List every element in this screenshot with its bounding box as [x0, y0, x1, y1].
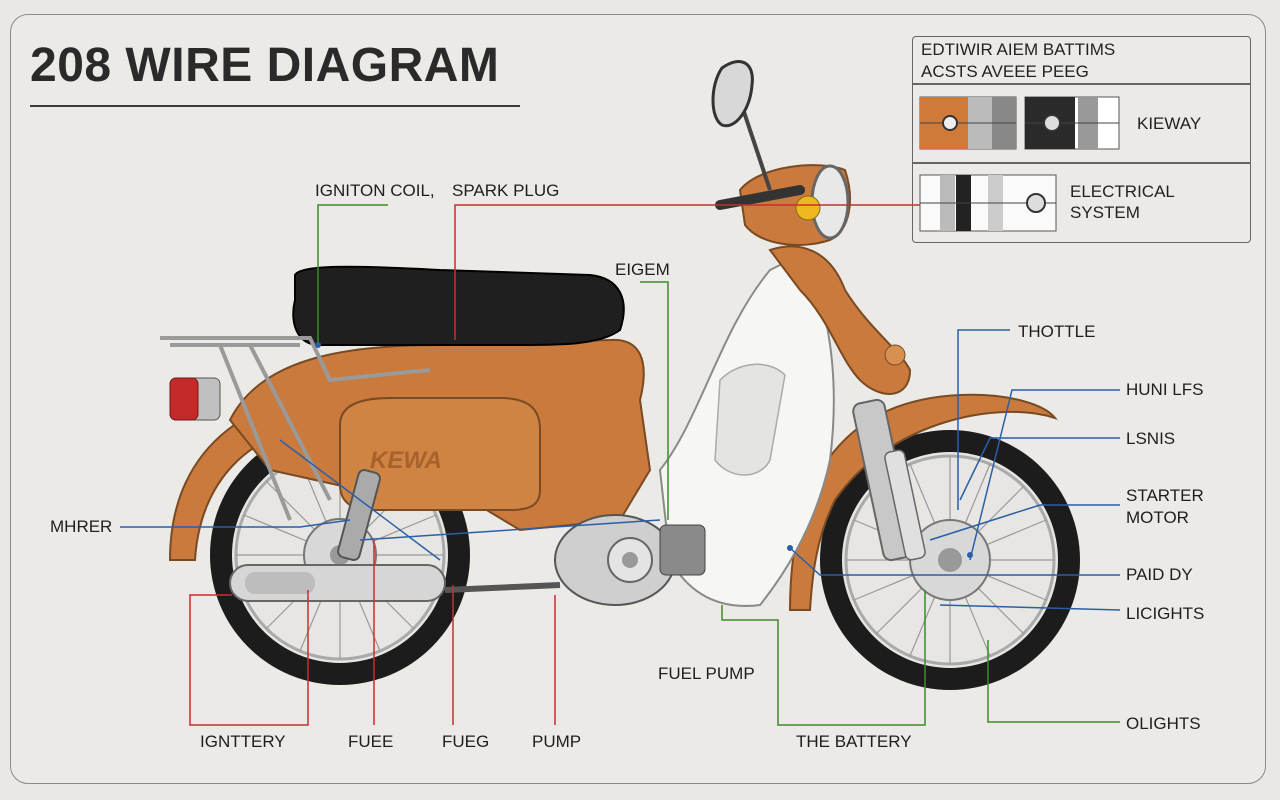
label-fueg: FUEG [442, 732, 490, 751]
label-paid-dy: PAID DY [1126, 565, 1193, 584]
label-thottle: THOTTLE [1018, 322, 1096, 341]
wire-olights [987, 640, 1120, 723]
legend-heading: EDTIWIR AIEM BATTIMS ACSTS AVEEE PEEG [921, 39, 1115, 83]
rear-shock [337, 469, 381, 561]
muffler [229, 564, 446, 602]
wire-hunilfs [969, 389, 1120, 561]
page-title: 208 WIRE DIAGRAM [30, 39, 500, 92]
label-eigem: EIGEM [615, 260, 670, 279]
wire-ignition-coil [317, 204, 388, 345]
leg-shield-recess [714, 363, 786, 476]
wire-thottle [957, 329, 1010, 510]
legend-divider [913, 83, 1250, 85]
label-ignttery: IGNTTERY [200, 732, 286, 751]
tail-light [169, 377, 221, 421]
wire-engine-harness [359, 519, 661, 541]
label-fuee: FUEE [348, 732, 394, 751]
wiring-lines [120, 204, 1121, 726]
front-fender [788, 393, 1058, 611]
wire-eigem [640, 281, 669, 520]
label-ignition-coil: IGNITON COIL, [315, 181, 435, 200]
frame-emblem [884, 344, 906, 366]
legend-swatch-orange [919, 96, 1017, 150]
legend-item2-label-line2: SYSTEM [1070, 203, 1140, 222]
wire-lsnis [959, 437, 1120, 501]
wire-rear-harness [279, 439, 441, 561]
wire-junctions [315, 342, 973, 558]
wire-spark-plug [454, 204, 920, 340]
label-fuel-pump: FUEL PUMP [658, 664, 755, 683]
front-frame-cover [768, 245, 912, 395]
seat [292, 265, 625, 346]
wire-mhrer [120, 519, 351, 528]
front-fork [852, 398, 926, 562]
engine [444, 514, 706, 606]
label-pump: PUMP [532, 732, 582, 751]
label-spark-plug: SPARK PLUG [452, 181, 560, 200]
legend-heading-line2: ACSTS AVEEE PEEG [921, 62, 1089, 81]
legend-swatch-electrical [919, 174, 1057, 232]
tank-brand: KEWA [370, 447, 442, 474]
handlebar [715, 99, 805, 210]
wire-battery [721, 590, 926, 726]
legend-item1-label: KIEWAY [1137, 114, 1201, 133]
label-starter-line1: STARTER [1126, 486, 1204, 505]
label-hunilfs: HUNI LFS [1126, 380, 1204, 399]
wire-paid-dy [789, 547, 1120, 576]
label-the-battery: THE BATTERY [796, 732, 912, 751]
legend-swatch-black [1024, 96, 1120, 150]
luggage-rack [160, 336, 431, 521]
label-olights: OLIGHTS [1126, 714, 1201, 733]
title-underline [30, 105, 520, 107]
label-mhrer: MHRER [50, 517, 113, 536]
wire-ignttery [189, 590, 309, 726]
mirror [711, 60, 754, 128]
label-lsnis: LSNIS [1126, 429, 1176, 448]
legend-item2-label-line1: ELECTRICAL [1070, 182, 1175, 201]
wire-licights [939, 604, 1121, 611]
legend-divider [913, 162, 1250, 164]
label-starter-line2: MOTOR [1126, 508, 1189, 527]
legend-heading-line1: EDTIWIR AIEM BATTIMS [921, 40, 1116, 59]
label-licights: LICIGHTS [1126, 604, 1205, 623]
wire-starter [929, 504, 1120, 541]
legend-box: EDTIWIR AIEM BATTIMS ACSTS AVEEE PEEG [912, 36, 1251, 243]
